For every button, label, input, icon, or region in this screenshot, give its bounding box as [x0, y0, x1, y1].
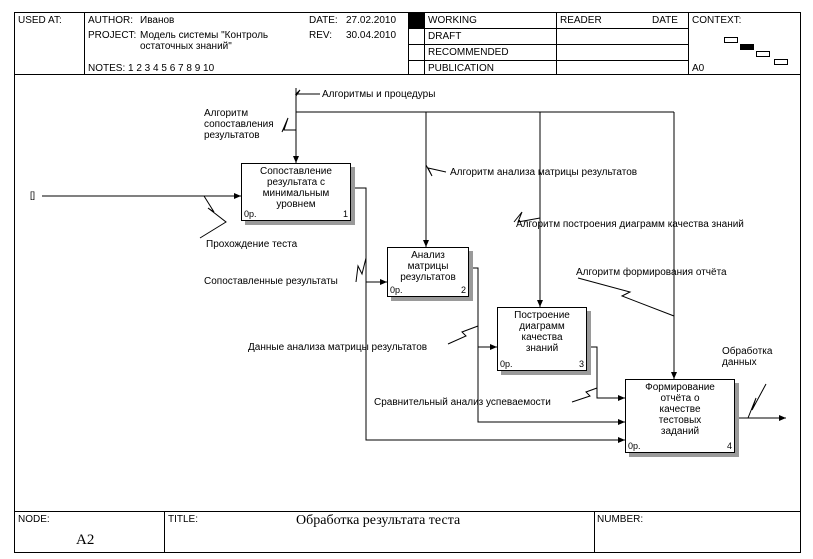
date-value: 27.02.2010 — [346, 15, 397, 26]
activity-box-number: 2 — [460, 285, 466, 295]
header-divider — [424, 12, 425, 74]
header-divider — [556, 12, 557, 74]
arrow-label-test-passing: Прохождение теста — [206, 239, 298, 250]
rev-value: 30.04.2010 — [346, 30, 397, 41]
activity-box-cost: 0р. — [628, 441, 641, 451]
node-value: A2 — [76, 532, 95, 548]
context-box — [756, 51, 770, 57]
footer-divider — [164, 511, 165, 553]
arrow-label-diagram-algorithm: Алгоритм построения диаграмм качества зн… — [516, 219, 744, 230]
flow-arrow-box2-box4 — [477, 347, 625, 425]
author-label: AUTHOR: — [88, 15, 133, 26]
diagram-title: Обработка результата теста — [296, 513, 461, 528]
activity-box-title: Сопоставление результата с минимальным у… — [260, 166, 332, 210]
arrow-label-data-processing: Обработка данных — [722, 346, 773, 368]
leader-squiggle — [747, 383, 767, 419]
arrow-label-matrix-data: Данные анализа матрицы результатов — [248, 342, 428, 353]
arrow-label-comparative-analysis: Сравнительный анализ успеваемости — [374, 397, 551, 408]
header-divider — [84, 12, 85, 74]
activity-box-cost: 0р. — [500, 359, 513, 369]
number-label: NUMBER: — [597, 514, 644, 525]
working-status-marker — [409, 13, 424, 28]
header-divider — [688, 12, 689, 74]
arrow-label-matrix-algorithm: Алгоритм анализа матрицы результатов — [450, 167, 638, 178]
author-value: Иванов — [140, 15, 175, 26]
leader-squiggle — [513, 211, 541, 223]
flow-arrow-box1-box4 — [365, 282, 625, 443]
status-row-border — [408, 44, 688, 45]
used-at-label: USED AT: — [18, 15, 62, 26]
leader-squiggle — [577, 277, 675, 317]
status-working: WORKING — [428, 15, 477, 26]
flow-arrow-matrix — [469, 267, 497, 350]
activity-box-1[interactable]: Сопоставление результата с минимальным у… — [241, 163, 351, 221]
activity-box-cost: 0р. — [390, 285, 403, 295]
reader-label: READER — [560, 15, 602, 26]
leader-squiggle — [571, 387, 598, 403]
arrow-label-compare-algorithm: Алгоритм сопоставления результатов — [204, 108, 274, 141]
notes-value: 1 2 3 4 5 6 7 8 9 10 — [128, 63, 215, 74]
date-label: DATE: — [309, 15, 338, 26]
arrow-label-compared-results: Сопоставленные результаты — [204, 276, 338, 287]
rev-label: REV: — [309, 30, 332, 41]
title-label: TITLE: — [168, 514, 199, 525]
footer-top-border — [14, 511, 801, 512]
leader-squiggle — [199, 195, 227, 239]
activity-box-number: 3 — [578, 359, 584, 369]
status-row-border — [408, 60, 688, 61]
node-label: NODE: — [18, 514, 50, 525]
status-draft: DRAFT — [428, 31, 462, 42]
activity-box-4[interactable]: Формирование отчёта о качестве тестовых … — [625, 379, 735, 453]
activity-box-number: 4 — [726, 441, 732, 451]
notes-label: NOTES: — [88, 63, 126, 74]
header-divider — [408, 12, 409, 74]
context-label: CONTEXT: — [692, 15, 742, 26]
activity-box-title: Анализ матрицы результатов — [400, 250, 456, 283]
leader-squiggle — [425, 164, 447, 177]
project-label: PROJECT: — [88, 30, 137, 41]
activity-box-title: Построение диаграмм качества знаний — [514, 310, 570, 354]
activity-box-2[interactable]: Анализ матрицы результатов 0р. 2 — [387, 247, 469, 297]
activity-box-cost: 0р. — [244, 209, 257, 219]
project-value: Модель системы "Контроль остаточных знан… — [140, 30, 269, 52]
leader-squiggle — [294, 89, 320, 97]
activity-box-title: Формирование отчёта о качестве тестовых … — [645, 382, 715, 437]
diagram-frame — [14, 12, 801, 553]
header-bottom-border — [14, 74, 801, 75]
footer-divider — [594, 511, 595, 553]
flow-arrow-compared — [351, 187, 387, 285]
status-recommended: RECOMMENDED — [428, 47, 509, 58]
context-box — [724, 37, 738, 43]
status-row-border — [408, 28, 688, 29]
reader-date-label: DATE — [652, 15, 678, 26]
tunnel-marker: [] — [30, 190, 36, 200]
arrow-label-algorithms: Алгоритмы и процедуры — [322, 89, 436, 100]
context-box-current — [740, 44, 754, 50]
flow-arrow-box3-box4 — [587, 346, 625, 401]
status-publication: PUBLICATION — [428, 63, 494, 74]
arrow-label-report-algorithm: Алгоритм формирования отчёта — [576, 267, 727, 278]
context-node: A0 — [692, 63, 705, 74]
activity-box-number: 1 — [342, 209, 348, 219]
leader-squiggle — [447, 325, 479, 345]
leader-squiggle — [281, 117, 296, 133]
context-box — [774, 59, 788, 65]
activity-box-3[interactable]: Построение диаграмм качества знаний 0р. … — [497, 307, 587, 371]
leader-squiggle — [355, 257, 367, 283]
